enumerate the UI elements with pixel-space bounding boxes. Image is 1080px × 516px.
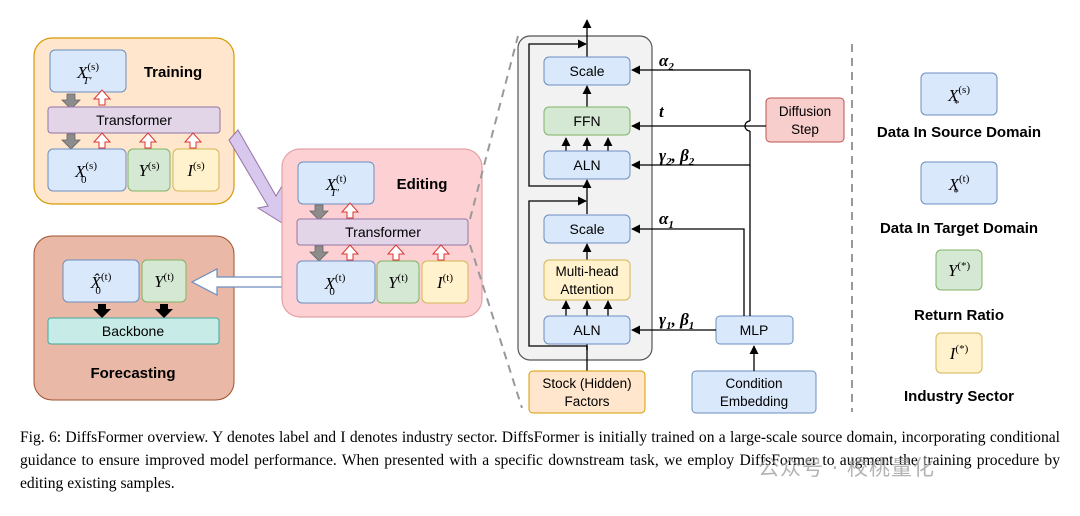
svg-text:Stock (Hidden): Stock (Hidden) (542, 376, 631, 391)
legend-industry-box: I(*) (935, 332, 983, 374)
zoom-line-top (469, 35, 519, 220)
svg-text:Multi-head: Multi-head (555, 264, 618, 279)
editing-x-top-box: X(t)T′ (297, 161, 375, 205)
down-arrow-icon (309, 204, 329, 221)
svg-text:X(s)T′: X(s)T′ (76, 61, 99, 87)
svg-text:Y(s): Y(s) (138, 160, 159, 180)
up-arrow-icon (340, 202, 360, 219)
up-arrow-icon (386, 244, 406, 261)
up-arrow-icon (340, 244, 360, 261)
figure-caption: Fig. 6: DiffsFormer overview. Y denotes … (20, 429, 1060, 492)
gamma2-beta2-label: γ2, β2 (659, 146, 695, 168)
svg-text:I(*): I(*) (949, 343, 969, 363)
training-x0-box: X(s)0 (47, 148, 127, 192)
attention-box: Multi-head Attention (543, 259, 631, 301)
legend-target-box: X(t)* (920, 161, 998, 205)
down-arrow-icon (61, 133, 81, 150)
training-panel: Training X(s)T′ Transformer X(s)0 Y(s) I… (33, 37, 235, 205)
svg-text:ALN: ALN (573, 157, 600, 173)
svg-text:FFN: FFN (573, 113, 600, 129)
legend-industry-label: Industry Sector (904, 388, 1014, 405)
up-arrow-icon (92, 132, 112, 149)
legend-target-label: Data In Target Domain (880, 220, 1038, 237)
svg-text:X(s)*: X(s)* (947, 84, 970, 110)
up-arrow-icon (92, 89, 112, 106)
editing-panel: Editing X(t)T′ Transformer X(t)0 Y(t) I(… (281, 148, 483, 318)
ffn-box: FFN (543, 106, 631, 136)
svg-text:I(s): I(s) (186, 160, 205, 180)
aln-top-box: ALN (543, 150, 631, 180)
svg-text:Y(t): Y(t) (154, 271, 174, 291)
svg-text:X(t)T′: X(t)T′ (325, 173, 347, 199)
aln-bottom-box: ALN (543, 315, 631, 345)
forecasting-y-box: Y(t) (141, 259, 187, 303)
stock-factors-box: Stock (Hidden) Factors (528, 370, 646, 414)
up-arrow-icon (183, 132, 203, 149)
scale-top-box: Scale (543, 56, 631, 86)
legend-source-box: X(s)* (920, 72, 998, 116)
alpha2-label: α2 (659, 51, 674, 73)
svg-text:Transformer: Transformer (345, 224, 421, 240)
alpha1-label: α1 (659, 209, 674, 231)
svg-text:X̂(t)0: X̂(t)0 (90, 271, 112, 297)
svg-text:Diffusion: Diffusion (779, 104, 831, 119)
svg-text:Transformer: Transformer (96, 112, 172, 128)
forecasting-panel: X̂(t)0 Y(t) Backbone Forecasting (33, 235, 235, 401)
legend: X(s)* Data In Source Domain X(t)* Data I… (877, 72, 1041, 405)
training-to-editing-arrow (228, 129, 288, 227)
editing-x0-box: X(t)0 (296, 260, 376, 304)
training-x-top-box: X(s)T′ (49, 49, 127, 93)
down-arrow-icon (155, 304, 173, 318)
svg-text:Y(t): Y(t) (388, 272, 408, 292)
svg-text:X(s)0: X(s)0 (74, 160, 97, 186)
down-arrow-icon (61, 93, 81, 110)
scale-bottom-box: Scale (543, 214, 631, 244)
editing-y-box: Y(t) (376, 260, 420, 304)
condition-embedding-box: Condition Embedding (691, 370, 817, 414)
training-title: Training (144, 64, 202, 81)
svg-text:Step: Step (791, 122, 819, 137)
legend-return-label: Return Ratio (914, 307, 1004, 324)
svg-text:X(t)0: X(t)0 (324, 272, 346, 298)
svg-text:Scale: Scale (569, 221, 604, 237)
svg-text:Embedding: Embedding (720, 394, 788, 409)
training-i-box: I(s) (172, 148, 220, 192)
svg-text:I(t): I(t) (436, 272, 453, 292)
t-label: t (659, 102, 665, 121)
gamma1-beta1-label: γ1, β1 (659, 310, 694, 332)
training-y-box: Y(s) (127, 148, 171, 192)
diffsformer-block: Scale FFN ALN Scale Multi-head Attention… (517, 19, 653, 385)
editing-i-box: I(t) (421, 260, 469, 304)
svg-text:Y(*): Y(*) (948, 260, 971, 280)
forecasting-title: Forecasting (90, 365, 175, 382)
editing-title: Editing (397, 176, 448, 193)
svg-text:Backbone: Backbone (102, 323, 164, 339)
forecasting-xhat-box: X̂(t)0 (62, 259, 140, 303)
svg-text:Condition: Condition (725, 376, 782, 391)
diffusion-step-box: Diffusion Step (765, 97, 845, 143)
svg-text:MLP: MLP (740, 322, 769, 338)
svg-text:Attention: Attention (560, 282, 613, 297)
legend-return-box: Y(*) (935, 249, 983, 291)
svg-text:X(t)*: X(t)* (948, 173, 970, 199)
training-transformer-box: Transformer (47, 106, 221, 134)
up-arrow-icon (138, 132, 158, 149)
svg-text:Factors: Factors (564, 394, 609, 409)
down-arrow-icon (93, 304, 111, 318)
legend-source-label: Data In Source Domain (877, 124, 1041, 141)
up-arrow-icon (431, 244, 451, 261)
down-arrow-icon (309, 245, 329, 262)
zoom-line-bottom (469, 244, 523, 409)
svg-text:ALN: ALN (573, 322, 600, 338)
watermark-text: 公众号 · 校桃量化 (758, 456, 936, 480)
backbone-box: Backbone (47, 317, 220, 345)
svg-text:Scale: Scale (569, 63, 604, 79)
diffsformer-diagram: Training X(s)T′ Transformer X(s)0 Y(s) I… (33, 19, 1041, 414)
editing-transformer-box: Transformer (296, 218, 469, 246)
editing-to-forecasting-arrow (190, 268, 283, 296)
mlp-box: MLP (715, 315, 794, 345)
